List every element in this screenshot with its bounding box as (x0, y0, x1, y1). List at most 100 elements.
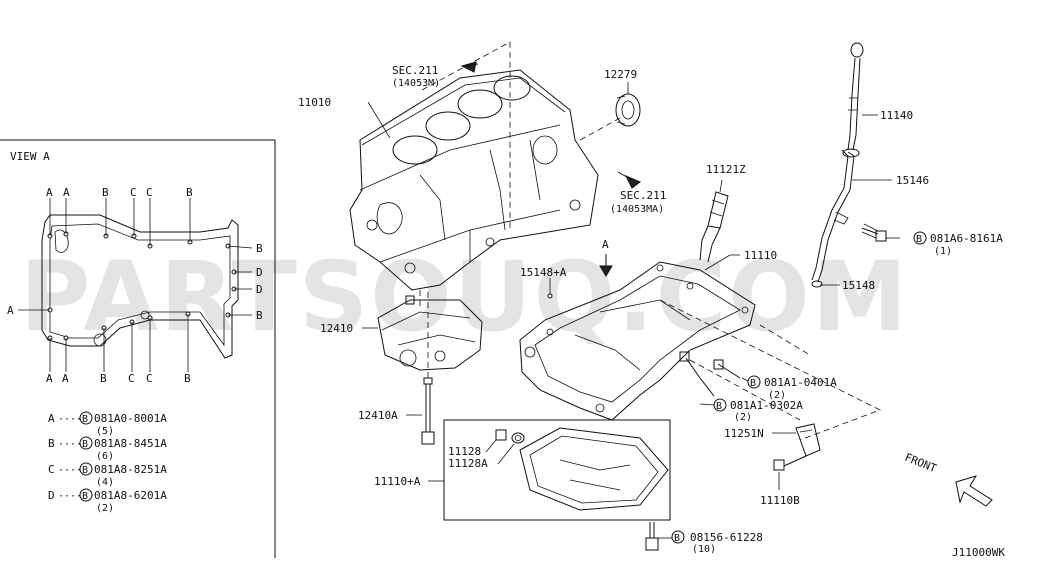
plug-15148a-drawing[interactable] (547, 293, 553, 299)
bolt-symbol-icon (79, 411, 93, 425)
dipstick-11140-drawing[interactable] (847, 42, 864, 151)
bolt-symbol-letter: B (716, 401, 722, 412)
legend-qty-a: (5) (96, 426, 114, 437)
legend-dots: ······ (58, 414, 94, 425)
label-081a1-0401a[interactable]: 081A1-0401A (764, 376, 837, 389)
label-sec211-top[interactable]: SEC.211 (392, 64, 438, 77)
label-11128a[interactable]: 11128A (448, 457, 488, 470)
label-081a6-8161a-qty: (1) (934, 246, 952, 257)
diagram-code: J11000WK (952, 546, 1005, 559)
oil-pan-lower-11110a-drawing[interactable] (519, 427, 669, 511)
guide-tube-15146-drawing[interactable] (811, 148, 860, 283)
part-labels: SEC.211 (14053M) 11010 12279 11140 11121… (298, 64, 1005, 559)
bolt-081a6-drawing[interactable] (861, 223, 887, 242)
label-08156-61228[interactable]: 08156-61228 (690, 531, 763, 544)
legend-row-d[interactable]: D ······ B 081A8-6201A (2) (48, 488, 167, 514)
label-sec211-top-sub: (14053M) (392, 78, 440, 89)
label-15146[interactable]: 15146 (896, 174, 929, 187)
bolt-symbol-letter: B (82, 491, 88, 502)
oil-pan-top-view (18, 198, 253, 372)
guide-line (421, 41, 511, 230)
legend-qty-b: (6) (96, 451, 114, 462)
baffle-11251n-drawing[interactable] (795, 423, 821, 457)
label-12279[interactable]: 12279 (604, 68, 637, 81)
bolt-symbol-icon (913, 231, 927, 245)
view-a-title: VIEW A (10, 150, 50, 163)
drain-plug-11128-drawing[interactable] (495, 429, 525, 444)
view-a-letter-bottom-3: B (100, 372, 107, 385)
legend-row-b[interactable]: B ······ B 081A8-8451A (6) (48, 436, 167, 462)
label-12410a[interactable]: 12410A (358, 409, 398, 422)
leader-lines (362, 82, 900, 539)
label-081a1-0302a-qty: (2) (734, 412, 752, 423)
label-11110b[interactable]: 11110B (760, 494, 800, 507)
bolt-12410a-drawing[interactable] (421, 377, 435, 445)
label-sec211-mid[interactable]: SEC.211 (620, 189, 666, 202)
view-a-letter-right-2: D (256, 266, 263, 279)
bolt-symbol-icon (713, 398, 727, 412)
bolt-11110b-drawing[interactable] (773, 455, 807, 471)
legend-key-b: B (48, 437, 55, 450)
label-081a6-8161a[interactable]: 081A6-8161A (930, 232, 1003, 245)
oil-pan-upper-11110-drawing[interactable] (519, 261, 756, 421)
label-11128[interactable]: 11128 (448, 445, 481, 458)
view-a-frame (0, 139, 276, 558)
view-a-arrow-icon (599, 254, 613, 277)
label-11140[interactable]: 11140 (880, 109, 913, 122)
label-11110[interactable]: 11110 (744, 249, 777, 262)
front-arrow-icon (955, 475, 993, 507)
legend-key-c: C (48, 463, 55, 476)
label-11110a[interactable]: 11110+A (374, 475, 421, 488)
legend-qty-c: (4) (96, 477, 114, 488)
legend-dots: ······ (58, 491, 94, 502)
view-a-letter-bottom-2: A (62, 372, 69, 385)
label-front: FRONT (903, 451, 939, 476)
cylinder-block-drawing[interactable] (349, 69, 599, 291)
view-a-letter-right-3: D (256, 283, 263, 296)
oring-15148-drawing[interactable] (811, 280, 823, 288)
strainer-11121z-drawing[interactable] (699, 191, 729, 263)
label-11121z[interactable]: 11121Z (706, 163, 746, 176)
sec211-mid-arrow-icon (617, 171, 641, 189)
label-sec211-mid-sub: (14053MA) (610, 204, 664, 215)
legend-dots: ······ (58, 439, 94, 450)
view-a-letter-top-4: C (130, 186, 137, 199)
legend-qty-d: (2) (96, 503, 114, 514)
legend-part-b: 081A8-8451A (94, 437, 167, 450)
label-081a1-0302a[interactable]: 081A1-0302A (730, 399, 803, 412)
legend-row-c[interactable]: C ······ B 081A8-8251A (4) (48, 462, 167, 488)
legend-key-a: A (48, 412, 55, 425)
watermark: PARTSOUQ.COM (20, 241, 909, 353)
label-11010[interactable]: 11010 (298, 96, 331, 109)
guide-line (659, 299, 881, 441)
bolt-symbol-icon (671, 530, 685, 544)
view-a-legend: A ······ B 081A0-8001A (5) B ······ B 08… (48, 411, 167, 514)
view-a-letter-bottom-1: A (46, 372, 53, 385)
lower-pan-frame (443, 419, 671, 521)
label-15148a[interactable]: 15148+A (520, 266, 567, 279)
bolt-08156-drawing[interactable] (645, 522, 659, 551)
legend-part-d: 081A8-6201A (94, 489, 167, 502)
bolt-symbol-icon (79, 488, 93, 502)
label-08156-61228-qty: (10) (692, 544, 716, 555)
bolt-symbol-letter: B (750, 378, 756, 389)
view-a-letter-left: A (7, 304, 14, 317)
oil-pump-12410-drawing[interactable] (377, 295, 483, 371)
label-12410[interactable]: 12410 (320, 322, 353, 335)
seal-12279-drawing[interactable] (615, 93, 641, 127)
view-a-letter-top-5: C (146, 186, 153, 199)
legend-dots: ······ (58, 465, 94, 476)
label-11251n[interactable]: 11251N (724, 427, 764, 440)
view-a-letter-top-3: B (102, 186, 109, 199)
legend-part-a: 081A0-8001A (94, 412, 167, 425)
label-081a1-0401a-qty: (2) (768, 390, 786, 401)
bolt-symbol-letter: B (82, 439, 88, 450)
label-15148[interactable]: 15148 (842, 279, 875, 292)
bolt-symbol-icon (79, 436, 93, 450)
view-a-letter-right-4: B (256, 309, 263, 322)
bolt-081a1-0302a-drawing[interactable] (679, 351, 715, 397)
legend-row-a[interactable]: A ······ B 081A0-8001A (5) (48, 411, 167, 437)
bolt-081a1-0401a-drawing[interactable] (713, 359, 741, 379)
